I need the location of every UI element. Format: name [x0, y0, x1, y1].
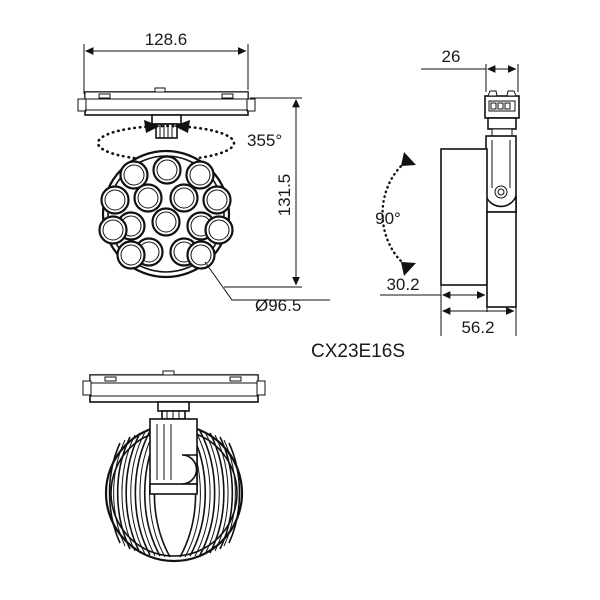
led [204, 215, 234, 245]
mounting-bracket-bottom [149, 418, 198, 495]
led [100, 185, 130, 215]
model-label: CX23E16S [311, 341, 405, 362]
tilt-arrow-top [401, 152, 416, 166]
dimension-label-30-2: 30.2 [386, 275, 419, 294]
rotation-indicator-90 [381, 152, 416, 276]
led [133, 183, 163, 213]
led [169, 183, 199, 213]
tilt-arm-side [485, 135, 517, 213]
led [98, 215, 128, 245]
dimension-131-5 [224, 97, 302, 288]
front-view [77, 44, 330, 301]
dimension-label-26: 26 [442, 47, 461, 66]
dimension-label-96-5: Ø96.5 [255, 296, 301, 315]
led [186, 240, 216, 270]
dimension-label-128-6: 128.6 [145, 30, 188, 49]
led-head-front [98, 149, 234, 279]
tilt-arrow-bottom [401, 262, 416, 276]
bottom-view [82, 370, 266, 563]
track-adapter-side [484, 90, 520, 137]
led [202, 185, 232, 215]
track-adapter-front [77, 87, 256, 116]
led [119, 160, 149, 190]
led [116, 240, 146, 270]
dimension-56-2 [440, 302, 517, 336]
rotation-arrow-left [144, 120, 160, 133]
dimension-26 [421, 64, 519, 92]
led-array [98, 155, 234, 270]
led [152, 155, 182, 185]
angle-label-90: 90° [375, 209, 401, 228]
rotation-arrow-right [174, 120, 190, 133]
dimension-label-131-5: 131.5 [275, 174, 294, 217]
led [151, 207, 181, 237]
swivel-joint-front [151, 114, 182, 139]
led [185, 160, 215, 190]
side-view [380, 64, 520, 336]
angle-label-355: 355° [247, 131, 282, 150]
leader-diameter-96-5 [204, 261, 330, 301]
dimension-128-6 [83, 44, 249, 94]
lamp-body-side [440, 148, 517, 308]
dimension-label-56-2: 56.2 [461, 318, 494, 337]
track-adapter-bottom [82, 370, 266, 420]
